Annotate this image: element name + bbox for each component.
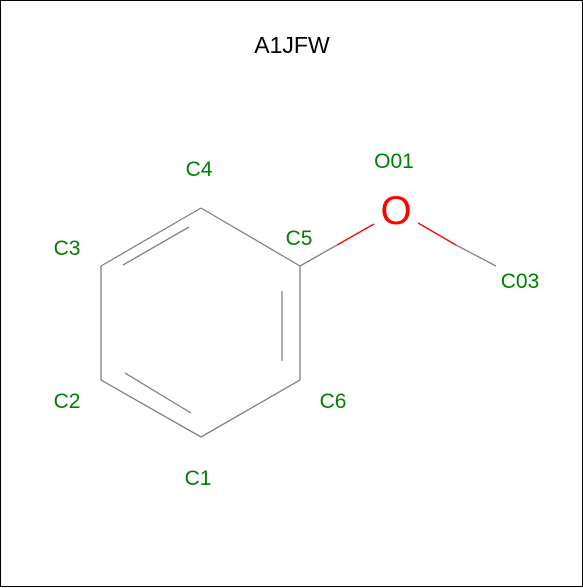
bond-c5-o01-grey [299,244,338,267]
atom-label-c3: C3 [54,237,81,260]
ring-bonds [100,207,301,438]
oxygen-atom-symbol: O [380,189,411,233]
bond-c5-o01-red [336,223,375,246]
double-bond-c3-c4 [122,226,190,266]
atom-label-c03: C03 [501,270,540,293]
bond-c1-c2 [100,379,202,438]
atom-label-c4: C4 [186,158,213,181]
molecule-title: A1JFW [254,32,330,58]
bond-c3-c4 [100,207,202,267]
bond-c5-o01 [299,223,375,267]
atom-label-c6: C6 [320,390,347,413]
bond-c6-c1 [200,379,301,438]
bond-o01-c03-red [417,222,457,246]
ring-double-bonds [122,226,283,414]
atom-label-c2: C2 [54,390,81,413]
atom-labels: C4 O01 C3 C5 C03 C2 C6 C1 [54,150,540,490]
atom-label-c1: C1 [185,467,212,490]
bond-c4-c5 [200,207,301,267]
atom-label-c5: C5 [286,227,313,250]
bond-o01-c03-grey [455,244,497,267]
bond-o01-c03 [417,222,497,267]
double-bond-c1-c2 [124,372,192,414]
atom-label-o01: O01 [374,150,414,173]
